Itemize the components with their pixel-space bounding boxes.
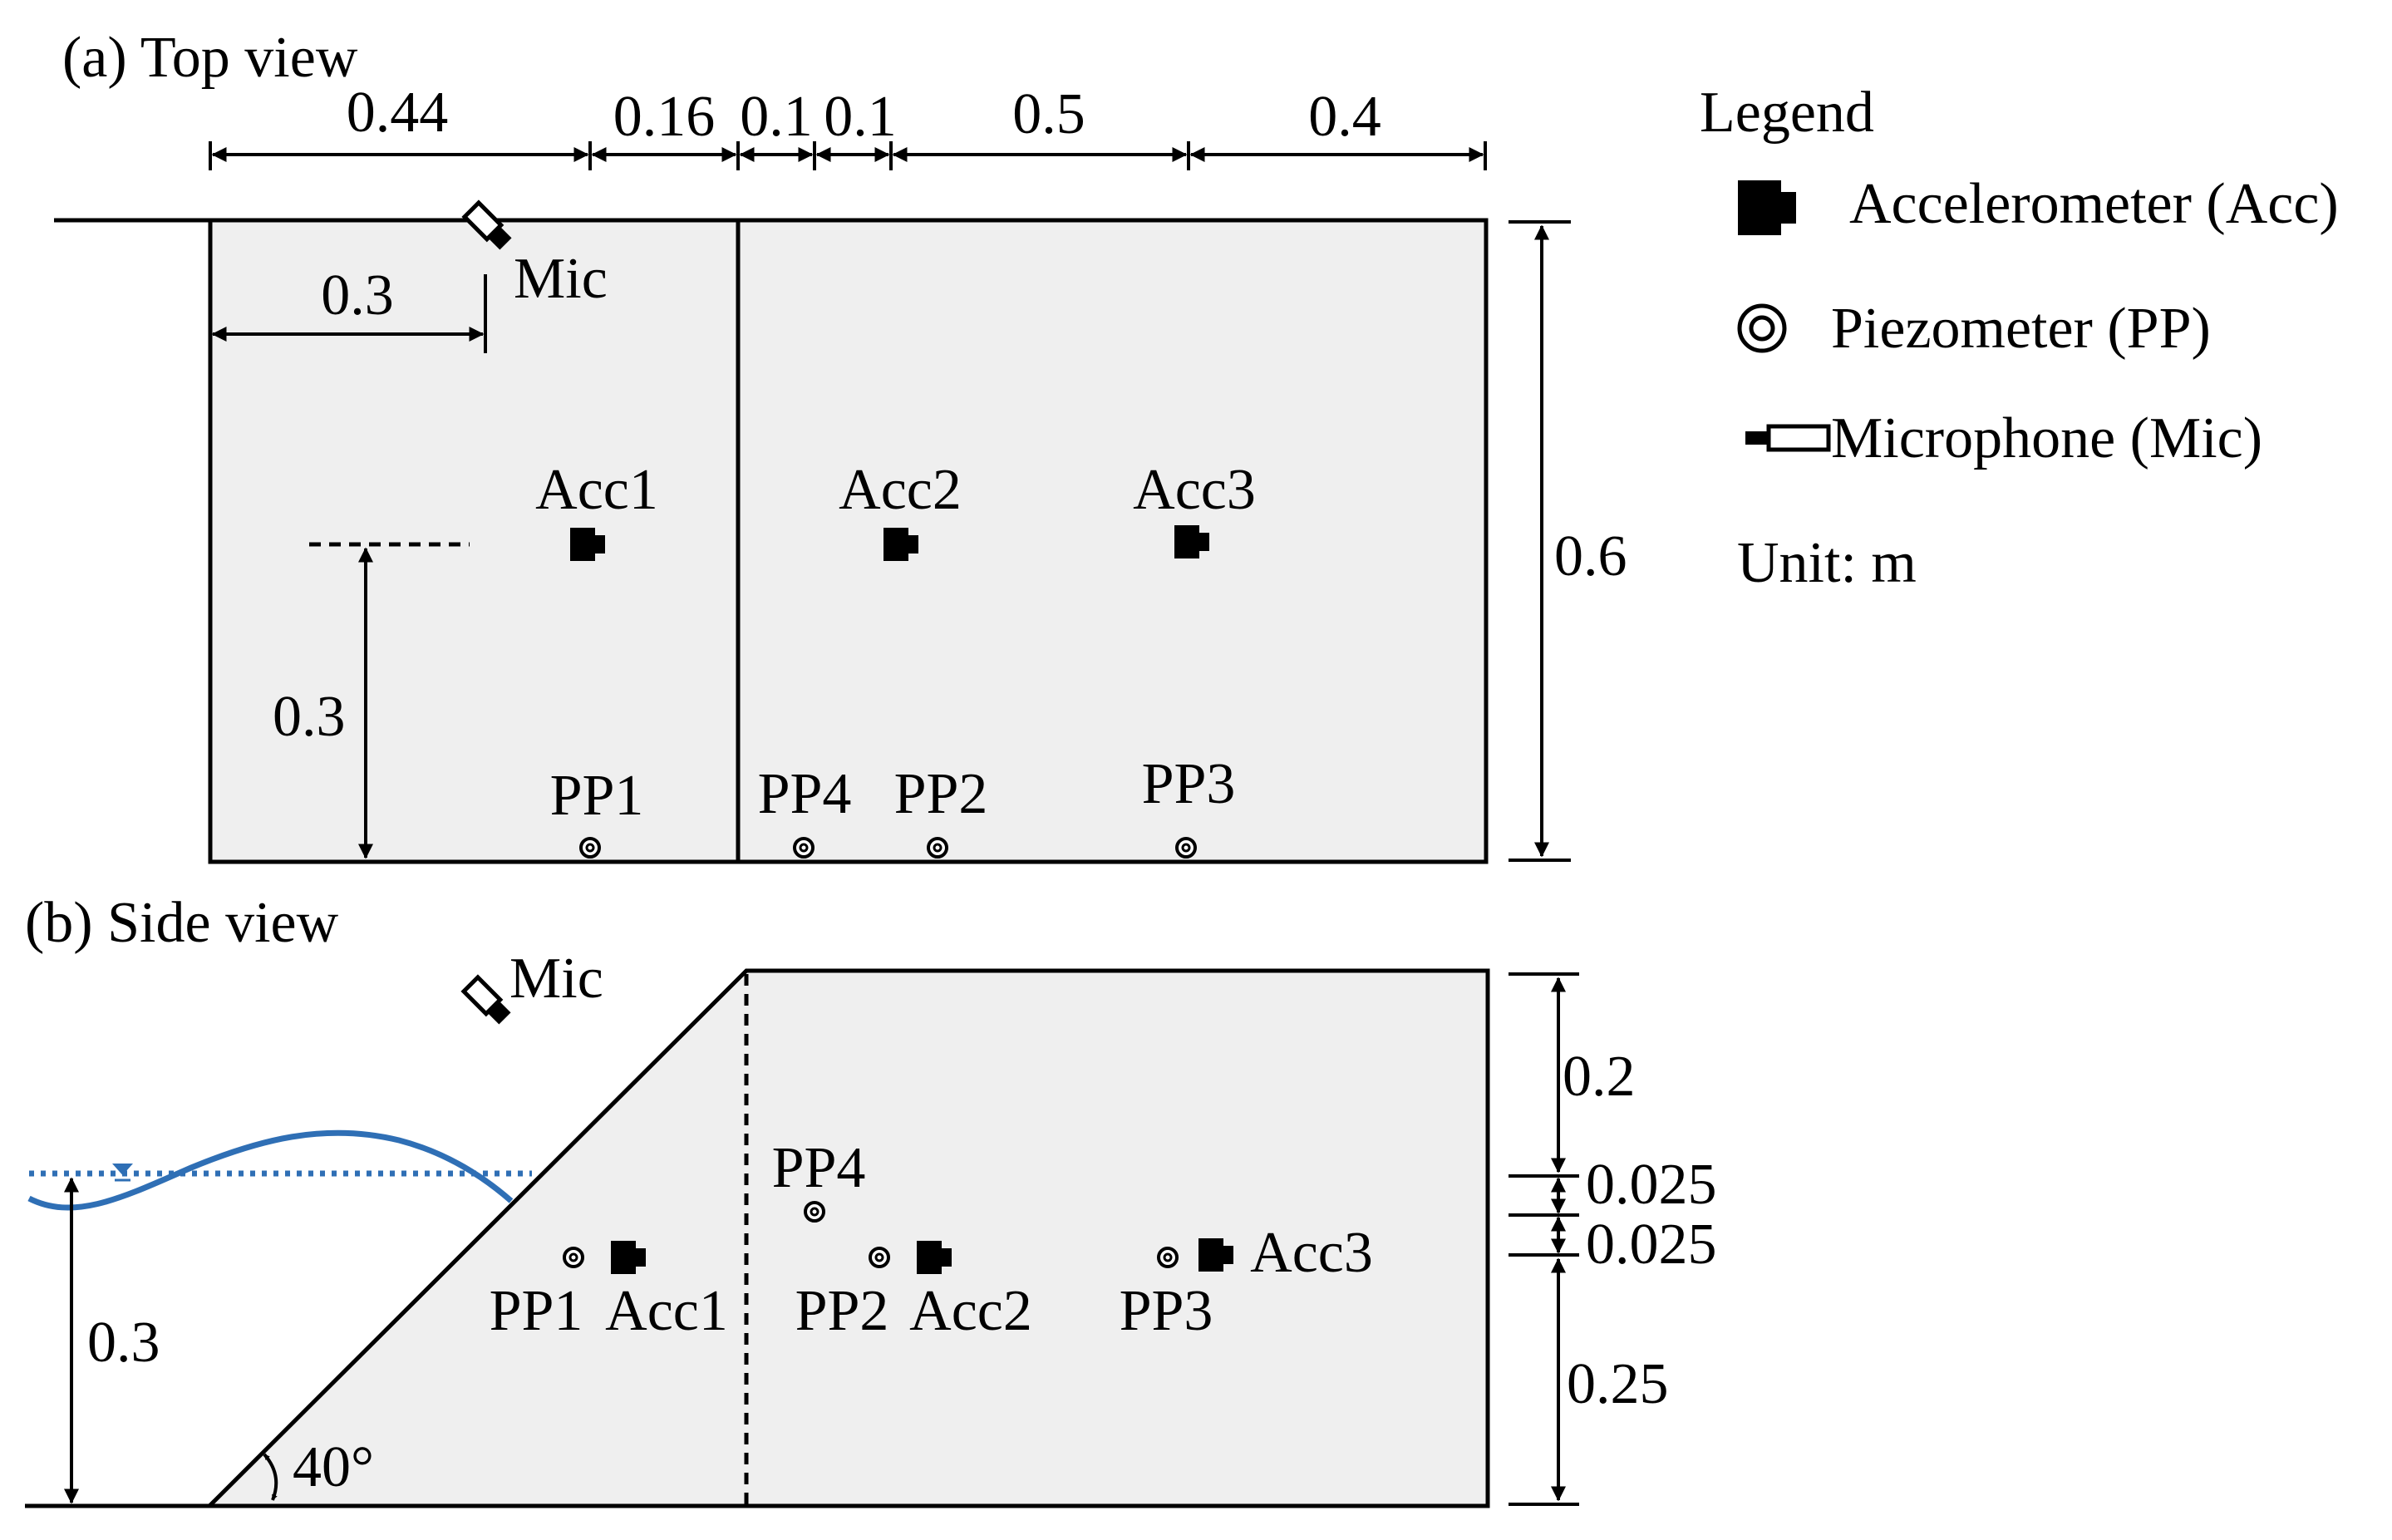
piezometer-icon (869, 1247, 890, 1268)
piezometer-icon (1175, 837, 1197, 859)
water-level-icon (112, 1164, 133, 1175)
top-dimension-chain: 0.44 0.16 0.1 0.1 0.5 0.4 (209, 81, 1487, 170)
acc-label: Acc1 (535, 458, 658, 522)
water-wave (27, 1129, 514, 1211)
dim-label: 0.2 (1563, 1045, 1636, 1109)
acc-label: Acc2 (909, 1279, 1032, 1343)
piezometer-icon (804, 1201, 825, 1223)
mic-label: Mic (514, 247, 608, 311)
dim-label: 0.25 (1567, 1352, 1669, 1416)
dim-label: 0.5 (1012, 82, 1085, 146)
dim-label: 0.1 (824, 85, 897, 149)
mic-label: Mic (509, 947, 603, 1011)
dim-label: 0.025 (1586, 1153, 1717, 1217)
top-view: (a) Top view 0.44 0.16 0.1 0.1 0.5 0.4 (54, 26, 1627, 864)
dim-label: 0.025 (1586, 1213, 1717, 1277)
pp-label: PP2 (795, 1279, 889, 1343)
pp-label: PP3 (1120, 1279, 1213, 1343)
piezometer-icon (563, 1247, 584, 1268)
acc-label: Acc3 (1133, 458, 1256, 522)
legend: Legend Accelerometer (Acc) Piezometer (P… (1700, 81, 2339, 595)
pp-label: PP1 (550, 764, 644, 828)
legend-label: Accelerometer (Acc) (1849, 172, 2339, 236)
legend-label: Microphone (Mic) (1831, 406, 2262, 470)
pp-label: PP3 (1142, 752, 1236, 816)
acc-label: Acc2 (839, 458, 962, 522)
dim-label: 0.1 (740, 85, 813, 149)
piezometer-icon (1157, 1247, 1179, 1268)
dim-label: 0.3 (273, 685, 346, 749)
acc-row-dimension: 0.3 (273, 542, 470, 859)
dim-label: 0.4 (1308, 85, 1381, 149)
acc-label: Acc3 (1250, 1221, 1373, 1285)
pp-label: PP1 (490, 1279, 583, 1343)
side-view-title: (b) Side view (25, 891, 339, 955)
top-view-title: (a) Top view (62, 26, 358, 90)
side-view: (b) Side view Mic 0.3 40° PP4 PP1 Acc1 P… (25, 891, 1717, 1508)
unit-label: Unit: m (1737, 531, 1917, 595)
side-height-dimensions: 0.2 0.025 0.025 0.25 (1509, 972, 1717, 1506)
dim-label: 0.44 (347, 81, 449, 145)
pp-label: PP4 (758, 762, 852, 826)
slope-angle-arc (263, 1453, 278, 1501)
microphone-icon (464, 977, 512, 1026)
piezometer-icon (1740, 306, 1784, 351)
piezometer-icon (579, 837, 601, 859)
microphone-icon (1745, 424, 1831, 452)
dim-label: 0.16 (613, 85, 716, 149)
dim-label: 0.6 (1554, 524, 1627, 588)
pp-label: PP2 (894, 762, 988, 826)
piezometer-icon (793, 837, 815, 859)
accelerometer-icon (1738, 180, 1796, 235)
mic-offset-dimension: 0.3 (211, 263, 487, 353)
acc-label: Acc1 (605, 1279, 728, 1343)
dim-label: 0.3 (321, 263, 394, 327)
top-height-dimension: 0.6 (1509, 220, 1627, 862)
slope-angle-label: 40° (293, 1435, 374, 1499)
water-depth-dimension: 0.3 (64, 1177, 160, 1504)
legend-title: Legend (1700, 81, 1874, 145)
legend-label: Piezometer (PP) (1831, 297, 2211, 361)
pp-label: PP4 (772, 1136, 866, 1200)
dim-label: 0.3 (87, 1311, 160, 1375)
piezometer-icon (927, 837, 948, 859)
